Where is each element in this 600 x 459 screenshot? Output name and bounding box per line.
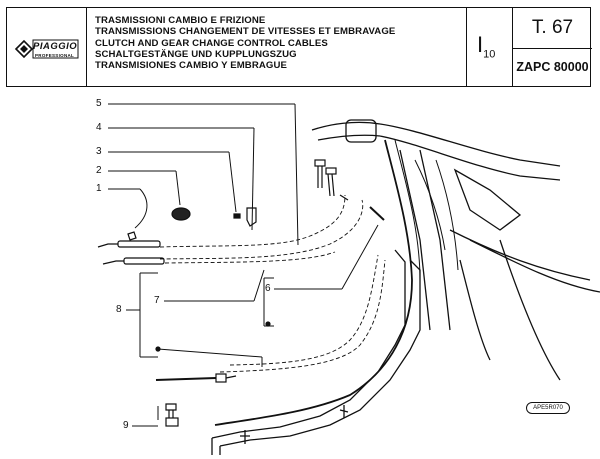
title-de: SCHALTGESTÄNGE UND KUPPLUNGSZUG <box>95 48 297 60</box>
brand-name: PIAGGIO <box>33 41 78 52</box>
title-en: CLUTCH AND GEAR CHANGE CONTROL CABLES <box>95 37 328 49</box>
callout-2: 2 <box>96 165 102 176</box>
brand-subtitle: PROFESSIONAL <box>35 53 75 58</box>
callout-7: 7 <box>154 295 160 306</box>
section-number: I10 <box>477 32 496 61</box>
grommet-part-2 <box>171 207 191 221</box>
title-es: TRANSMISIONES CAMBIO Y EMBRAGUE <box>95 60 287 72</box>
titles-cell: TRASMISSIONI CAMBIO E FRIZIONE TRANSMISS… <box>87 8 467 86</box>
callout-3: 3 <box>96 146 102 157</box>
reference-cell: T. 67 ZAPC 80000 <box>513 8 592 86</box>
screw-part-3 <box>233 213 241 219</box>
drawing-code: APE5R070 <box>526 402 570 414</box>
callout-1: 1 <box>96 183 102 194</box>
callout-5: 5 <box>96 98 102 109</box>
callout-8: 8 <box>116 304 122 315</box>
table-reference: T. 67 <box>513 8 592 49</box>
piaggio-logo-icon <box>14 39 79 59</box>
title-it: TRASMISSIONI CAMBIO E FRIZIONE <box>95 15 266 26</box>
logo-cell: PIAGGIO PROFESSIONAL <box>7 8 87 86</box>
model-code: ZAPC 80000 <box>516 60 589 74</box>
handlebar-grip <box>345 119 377 143</box>
callout-4: 4 <box>96 122 102 133</box>
bracket-part-4 <box>246 207 257 227</box>
header-table: PIAGGIO PROFESSIONAL TRASMISSIONI CAMBIO… <box>6 7 592 87</box>
exploded-parts-drawing <box>97 103 600 455</box>
callout-9: 9 <box>123 420 129 431</box>
title-fr: TRANSMISSIONS CHANGEMENT DE VITESSES ET … <box>95 26 396 38</box>
section-cell: I10 <box>467 8 513 86</box>
cable-end-upper <box>97 243 118 248</box>
callout-6: 6 <box>265 283 271 294</box>
bolt-part-9 <box>165 403 177 411</box>
